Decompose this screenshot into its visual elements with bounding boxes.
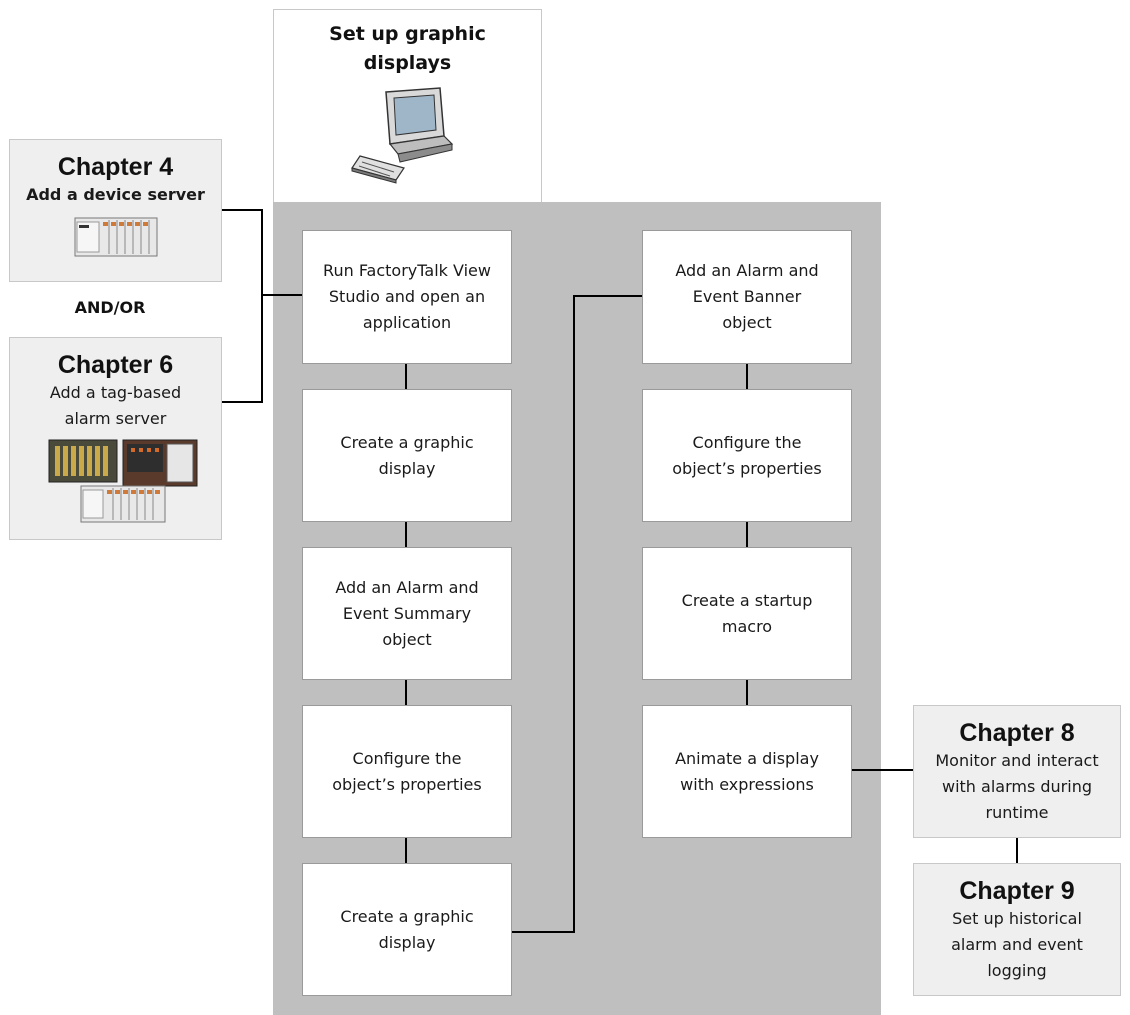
andor-label: AND/OR	[74, 298, 146, 317]
step-animate-display: Animate a display with expressions	[642, 705, 852, 838]
chapter-4-box: Chapter 4 Add a device server	[9, 139, 222, 282]
step-create-startup-macro: Create a startup macro	[642, 547, 852, 680]
chapter-title: Chapter 4	[57, 153, 174, 181]
chapter-title: Chapter 8	[959, 719, 1075, 747]
chapter-8-box: Chapter 8 Monitor and interact with alar…	[913, 705, 1121, 838]
step-configure-properties-2: Configure the object’s properties	[642, 389, 852, 522]
step-run-factorytalk: Run FactoryTalk View Studio and open an …	[302, 230, 512, 364]
section-title: Set up graphic displays	[329, 23, 486, 74]
computer-icon	[350, 87, 453, 184]
section-header: Set up graphic displays	[273, 9, 542, 202]
step-add-summary-object: Add an Alarm and Event Summary object	[302, 547, 512, 680]
chapter-description: Set up historical alarm and event loggin…	[951, 909, 1083, 980]
step-create-graphic-display-2: Create a graphic display	[302, 863, 512, 996]
chapter-description: Add a device server	[26, 185, 205, 204]
chapter-description: Add a tag-based alarm server	[49, 383, 182, 428]
controller-hardware-icon	[48, 439, 197, 523]
step-add-banner-object: Add an Alarm and Event Banner object	[642, 230, 852, 364]
chapter-title: Chapter 9	[959, 877, 1075, 905]
chapter-description: Monitor and interact with alarms during …	[935, 751, 1099, 822]
chapter-9-box: Chapter 9 Set up historical alarm and ev…	[913, 863, 1121, 996]
chapter-title: Chapter 6	[57, 351, 174, 379]
step-configure-properties: Configure the object’s properties	[302, 705, 512, 838]
step-create-graphic-display: Create a graphic display	[302, 389, 512, 522]
chapter-6-box: Chapter 6 Add a tag-based alarm server	[9, 337, 222, 540]
device-rack-icon	[74, 217, 157, 257]
